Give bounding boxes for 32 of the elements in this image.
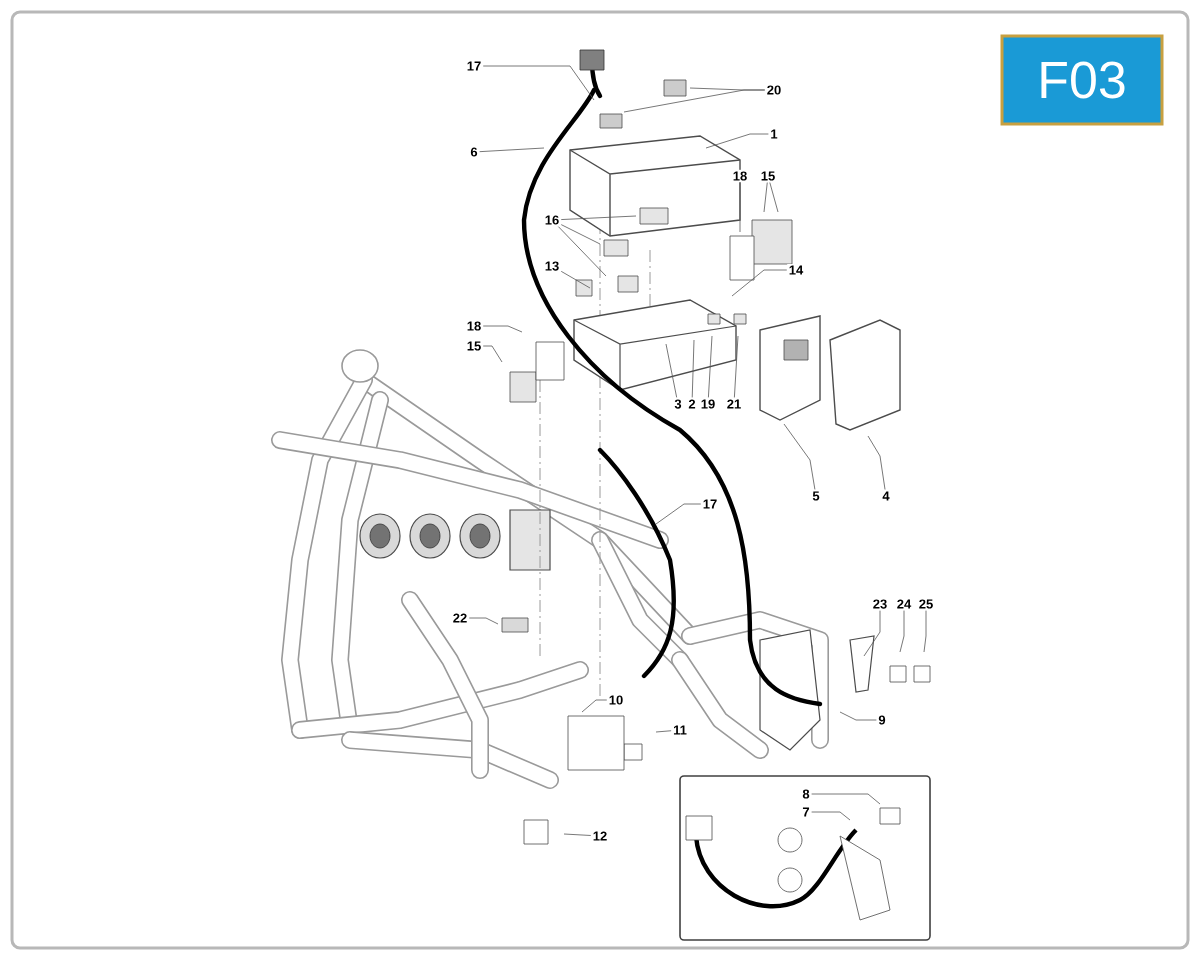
leader-line — [560, 270, 591, 289]
leader-line — [482, 65, 595, 101]
leader-line — [560, 215, 637, 220]
leader-line — [482, 345, 503, 363]
leader-line — [769, 182, 779, 213]
leader-line — [655, 730, 672, 733]
leader-line — [739, 182, 741, 233]
leader-line — [899, 610, 905, 653]
leader-line — [734, 335, 739, 398]
leader-line — [479, 147, 545, 153]
leader-line — [581, 699, 608, 713]
leader-line — [560, 224, 601, 245]
leader-line — [563, 833, 592, 836]
leader-line — [468, 617, 499, 625]
leader-line — [763, 182, 768, 213]
leader-line — [623, 89, 766, 113]
leader-line — [705, 133, 769, 149]
leader-line — [655, 503, 702, 525]
leader-line — [691, 339, 695, 398]
leader-line — [811, 811, 851, 821]
leader-line — [708, 335, 713, 398]
leader-line — [811, 793, 881, 805]
leader-line — [731, 269, 788, 297]
leader-line — [557, 226, 607, 277]
leader-line — [665, 343, 678, 398]
leader-line — [923, 610, 927, 653]
leader-line — [867, 435, 886, 490]
leader-line — [839, 711, 877, 721]
leader-line — [783, 423, 816, 490]
leader-line — [863, 610, 881, 657]
figure-badge: F03 — [1000, 34, 1164, 126]
leader-line — [482, 325, 523, 333]
